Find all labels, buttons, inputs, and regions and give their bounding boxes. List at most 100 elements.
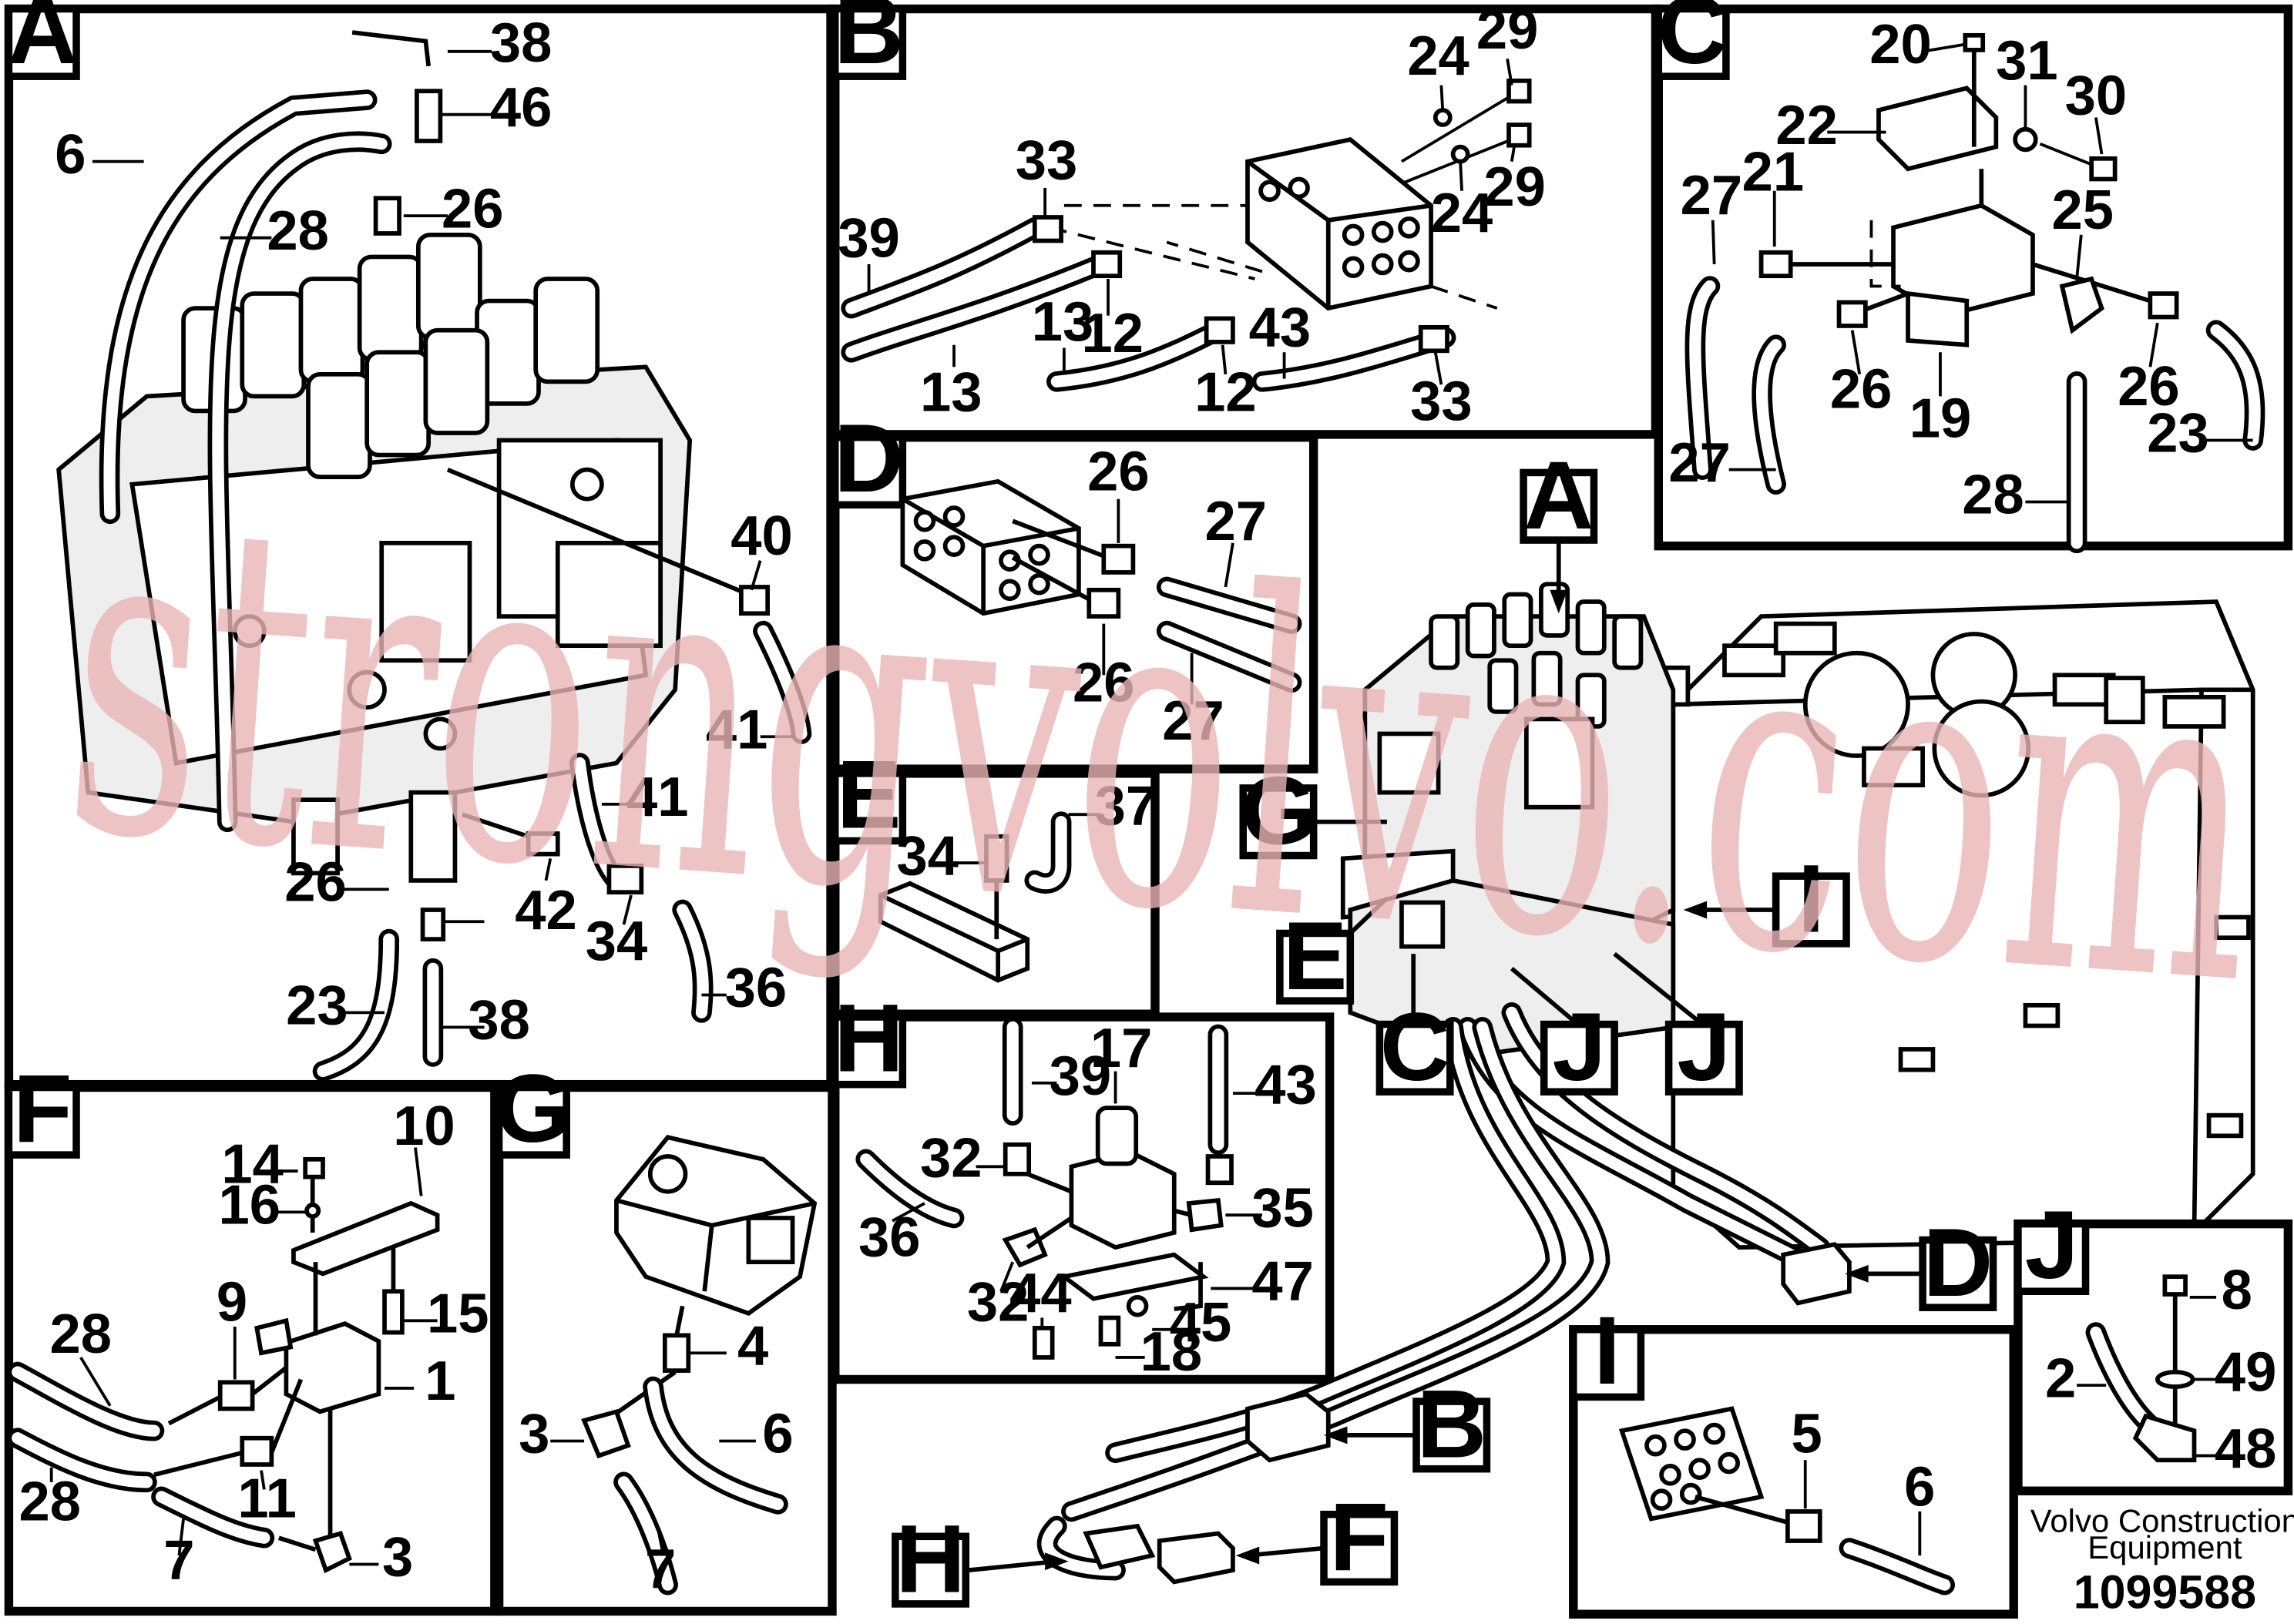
callout-label: 13 [1032,290,1094,353]
callout-label: 47 [1251,1250,1314,1313]
callout-label: 6 [1904,1455,1935,1518]
callout-label: 43 [1249,297,1312,359]
callout-label: 3 [382,1526,413,1589]
panel-d-tag: D [834,404,904,512]
panel-g-callouts: 4 3 6 7 [519,1314,793,1600]
callout-label: 18 [1140,1320,1203,1383]
callout-label: 29 [1476,0,1539,61]
panel-b-callouts: 29 24 29 24 33 39 13 12 13 12 43 33 [838,0,1546,432]
callout-label: 26 [1073,652,1135,714]
callout-label: 9 [217,1270,247,1333]
callout-label: 26 [1830,358,1893,421]
callout-label: 39 [1050,1045,1112,1107]
callout-label: 26 [1087,440,1150,502]
panel-e-tag: E [837,740,902,848]
footer-company-line1: Volvo Construction [2030,1503,2294,1539]
panel-d-callouts: 26 27 26 27 [1073,440,1267,752]
panel-a: A [4,0,835,1089]
machine-overview: A G E C J J I D B H [892,441,2255,1613]
callout-label: 40 [731,505,793,567]
callout-label: 27 [1668,431,1731,494]
panel-j: J 8 2 49 48 [2014,1190,2293,1495]
callout-label: 30 [2065,65,2128,127]
callout-label: 36 [725,957,787,1019]
distribution-block [1245,136,1433,311]
callout-label: 33 [1410,370,1473,432]
footer-company-line2: Equipment [2087,1529,2242,1565]
footer: Volvo Construction Equipment 1099588 [2030,1503,2294,1619]
panel-c-tag: C [1658,0,1728,84]
callout-label: 23 [2147,402,2209,465]
callout-label: 6 [55,123,86,186]
callout-label: 34 [586,910,648,972]
callout-label: 49 [2215,1341,2277,1404]
panel-i-callouts: 5 6 [1792,1403,1936,1518]
callout-label: 14 [221,1132,284,1195]
overview-label: E [1283,901,1348,1010]
callout-label: 35 [1251,1176,1314,1239]
overview-label: J [1552,992,1606,1101]
callout-label: 3 [519,1403,549,1465]
callout-label: 46 [490,76,553,139]
overview-label: H [895,1505,966,1613]
callout-label: 1 [425,1350,455,1412]
overview-label: G [1241,756,1316,864]
callout-label: 29 [1483,156,1546,218]
callout-label: 17 [1090,1017,1153,1079]
panel-i: I 5 6 [1569,1296,2018,1619]
callout-label: 44 [1009,1262,1072,1324]
footer-drawing-number: 1099588 [2074,1566,2256,1619]
callout-label: 22 [1775,94,1838,156]
overview-callouts: A G E C J J I D B H [892,441,1997,1613]
callout-label: 26 [2118,355,2180,418]
callout-label: 11 [237,1468,297,1530]
callout-label: 37 [1095,775,1157,837]
callout-label: 7 [645,1538,676,1600]
callout-label: 2 [2045,1347,2076,1409]
panel-g: G 4 3 6 7 [494,1054,837,1616]
callout-label: 4 [737,1314,768,1377]
callout-label: 23 [286,975,348,1037]
callout-label: 21 [1742,141,1805,203]
panel-g-tag: G [495,1054,571,1163]
callout-label: 27 [1204,490,1267,552]
panel-f: F 10 14 16 15 9 [4,1054,499,1616]
overview-label: A [1523,441,1594,549]
callout-label: 28 [1962,464,2024,526]
panel-f-callouts: 10 14 16 15 9 1 28 11 28 7 3 [19,1095,489,1592]
callout-label: 16 [219,1174,281,1236]
callout-label: 48 [2215,1418,2277,1480]
overview-label: I [1798,844,1825,953]
callout-label: 32 [920,1127,982,1189]
callout-label: 43 [1254,1053,1317,1116]
overview-label: B [1416,1369,1486,1478]
callout-label: 41 [626,766,688,828]
panel-a-tag: A [8,0,78,84]
panel-i-tag: I [1594,1296,1621,1404]
callout-label: 26 [284,851,347,914]
panel-j-callouts: 8 2 49 48 [2045,1259,2276,1480]
callout-label: 19 [1909,388,1972,450]
callout-label: 5 [1792,1403,1822,1465]
callout-label: 6 [762,1403,793,1465]
panel-e-callouts: 37 34 [897,775,1157,887]
panel-a-callouts: 38 46 6 28 26 40 41 41 26 42 34 36 23 38 [55,12,792,1052]
callout-label: 45 [1170,1291,1232,1354]
callout-label: 27 [1162,690,1224,752]
overview-label: J [1677,992,1731,1101]
callout-label: 33 [1016,129,1078,191]
panel-c-callouts: 20 31 30 22 27 21 25 26 19 26 23 27 28 [1668,13,2208,526]
callout-label: 26 [442,177,504,240]
callout-label: 38 [468,989,530,1052]
callout-label: 25 [2051,179,2114,241]
callout-label: 10 [393,1095,455,1157]
callout-label: 36 [858,1206,921,1269]
panel-h: H 17 39 43 32 35 [831,984,1335,1384]
callout-label: 24 [1431,182,1493,244]
callout-label: 20 [1869,13,1932,75]
callout-label: 42 [515,879,577,941]
callout-label: 12 [1081,302,1144,364]
callout-label: 13 [920,361,982,423]
callout-label: 24 [1407,25,1469,87]
